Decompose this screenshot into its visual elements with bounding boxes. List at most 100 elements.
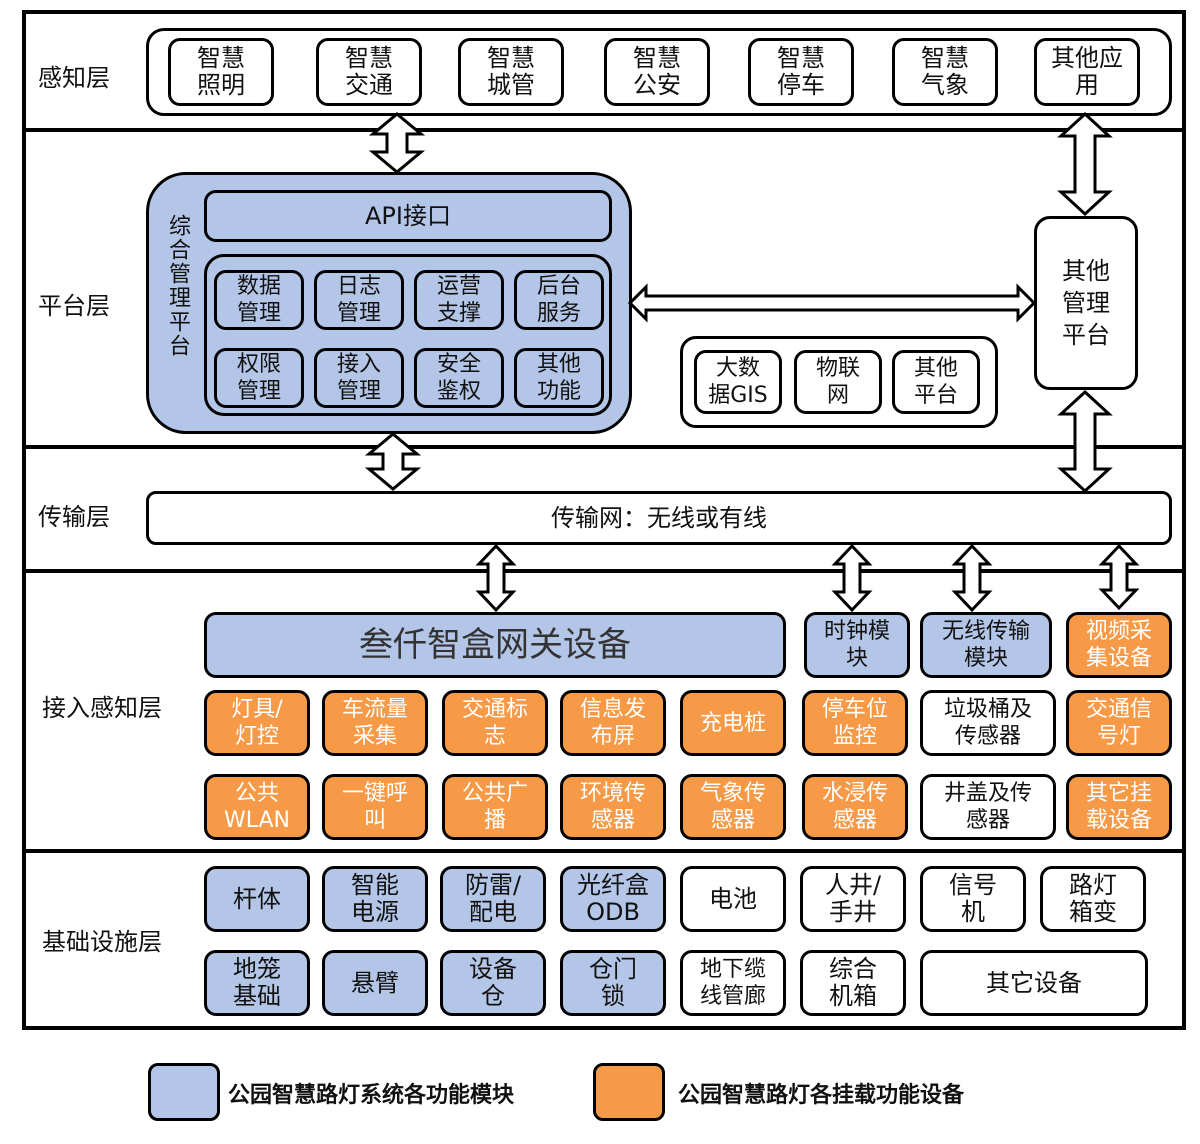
other-platform-item-line2: 平台 — [913, 383, 958, 408]
platform-module-line2: 管理 — [336, 379, 381, 404]
access-module: 无线传输模块 — [920, 612, 1052, 678]
access-device-line2: 志 — [483, 724, 506, 749]
other-platform-item-line2: 网 — [826, 383, 849, 408]
access-device-line2: 号灯 — [1096, 724, 1141, 749]
access-device-line1: 垃圾桶及 — [943, 697, 1032, 722]
access-device: 井盖及传感器 — [920, 774, 1056, 840]
access-device: 灯具/灯控 — [204, 690, 310, 756]
bidirectional-arrow — [364, 432, 422, 491]
platform-module-line2: 功能 — [536, 379, 581, 404]
platform-module-line1: 安全 — [436, 352, 481, 377]
access-module-line2: 块 — [845, 646, 868, 671]
access-device-line1: 交通信 — [1085, 697, 1152, 722]
layer-label-platform: 平台层 — [38, 292, 110, 320]
app-item-line2: 用 — [1075, 71, 1099, 99]
infrastructure-item-line2: 锁 — [601, 982, 625, 1010]
access-device-line1: 气象传 — [699, 781, 766, 806]
bidirectional-arrow — [1057, 389, 1113, 494]
infrastructure-item-line1: 地下缆 — [699, 957, 766, 982]
app-item-line1: 智慧 — [921, 44, 969, 72]
access-device-line2: 叫 — [363, 808, 386, 833]
infrastructure-item: 人井/手井 — [800, 866, 906, 932]
access-device-line1: 车流量 — [341, 697, 408, 722]
app-item-line2: 气象 — [921, 71, 969, 99]
app-item-line2: 照明 — [197, 71, 245, 99]
infrastructure-item-line1: 综合 — [829, 955, 877, 983]
app-item: 智慧城管 — [458, 38, 564, 106]
platform-module-line1: 运营 — [436, 274, 481, 299]
other-platform-item: 物联网 — [794, 350, 882, 414]
access-device-line2: 采集 — [352, 724, 397, 749]
infrastructure-item-line1: 电池 — [709, 884, 757, 913]
platform-module: 接入管理 — [314, 348, 404, 408]
infrastructure-item: 杆体 — [204, 866, 310, 932]
infrastructure-item: 设备仓 — [440, 950, 546, 1016]
platform-module: 日志管理 — [314, 270, 404, 330]
access-device-line2: 灯控 — [234, 724, 279, 749]
platform-module: 权限管理 — [214, 348, 304, 408]
infrastructure-item-line2: 手井 — [829, 898, 877, 926]
infrastructure-item-line1: 杆体 — [233, 884, 281, 913]
bidirectional-arrow — [475, 543, 517, 613]
access-module: 视频采集设备 — [1066, 612, 1172, 678]
other-platform-item-line2: 据GIS — [708, 383, 768, 408]
access-device-line2: 载设备 — [1085, 808, 1152, 833]
infrastructure-item-line1: 其它设备 — [986, 968, 1082, 997]
access-module-line1: 无线传输 — [941, 619, 1030, 644]
infrastructure-item-line1: 仓门 — [589, 955, 637, 983]
infrastructure-item: 信号机 — [920, 866, 1026, 932]
infrastructure-item-line2: 线管廊 — [699, 984, 766, 1009]
access-device: 一键呼叫 — [322, 774, 428, 840]
access-device-line1: 信息发 — [579, 697, 646, 722]
other-platform-item-line1: 物联 — [815, 356, 860, 381]
access-device: 公共广播 — [442, 774, 548, 840]
app-item: 智慧公安 — [604, 38, 710, 106]
infrastructure-item-line1: 地笼 — [233, 955, 281, 983]
access-device-line2: 感器 — [590, 808, 635, 833]
bidirectional-arrow — [368, 112, 426, 174]
infrastructure-item-line1: 光纤盒 — [577, 871, 649, 899]
access-device-line1: 交通标 — [461, 697, 528, 722]
access-device-line2: 传感器 — [954, 724, 1021, 749]
infrastructure-item-line2: ODB — [586, 898, 640, 926]
app-item-line1: 智慧 — [345, 44, 393, 72]
infrastructure-item-line1: 人井/ — [824, 871, 882, 899]
api-interface: API接口 — [204, 190, 612, 242]
infrastructure-item: 其它设备 — [920, 950, 1148, 1016]
infrastructure-item-line1: 路灯 — [1069, 871, 1117, 899]
bidirectional-arrow — [627, 283, 1037, 323]
app-item: 智慧气象 — [892, 38, 998, 106]
infrastructure-item: 地笼基础 — [204, 950, 310, 1016]
access-device: 交通信号灯 — [1066, 690, 1172, 756]
platform-module-line1: 权限 — [236, 352, 281, 377]
access-device-line2: 感器 — [965, 808, 1010, 833]
access-device-line1: 公共 — [234, 781, 279, 806]
infrastructure-item-line2: 仓 — [481, 982, 505, 1010]
access-module-line1: 视频采 — [1085, 619, 1152, 644]
app-item-line2: 城管 — [487, 71, 535, 99]
access-device: 信息发布屏 — [560, 690, 666, 756]
platform-module-line1: 日志 — [336, 274, 381, 299]
access-device: 环境传感器 — [560, 774, 666, 840]
access-device-line2: 感器 — [710, 808, 755, 833]
infrastructure-item: 路灯箱变 — [1040, 866, 1146, 932]
platform-module: 其他功能 — [514, 348, 604, 408]
bidirectional-arrow — [1098, 543, 1140, 611]
legend-swatch-device — [593, 1063, 665, 1121]
layer-divider — [22, 849, 1186, 853]
layer-label-perception: 感知层 — [38, 64, 110, 92]
app-item-line2: 交通 — [345, 71, 393, 99]
app-item: 智慧照明 — [168, 38, 274, 106]
layer-divider — [22, 445, 1186, 449]
bidirectional-arrow — [951, 543, 993, 613]
access-module: 时钟模块 — [804, 612, 910, 678]
infrastructure-item: 综合机箱 — [800, 950, 906, 1016]
app-item: 智慧交通 — [316, 38, 422, 106]
infrastructure-item: 防雷/配电 — [440, 866, 546, 932]
platform-module: 运营支撑 — [414, 270, 504, 330]
gateway-device: 叁仟智盒网关设备 — [204, 612, 786, 678]
layer-divider — [22, 569, 1186, 573]
app-item-line2: 停车 — [777, 71, 825, 99]
infrastructure-item-line2: 箱变 — [1069, 898, 1117, 926]
